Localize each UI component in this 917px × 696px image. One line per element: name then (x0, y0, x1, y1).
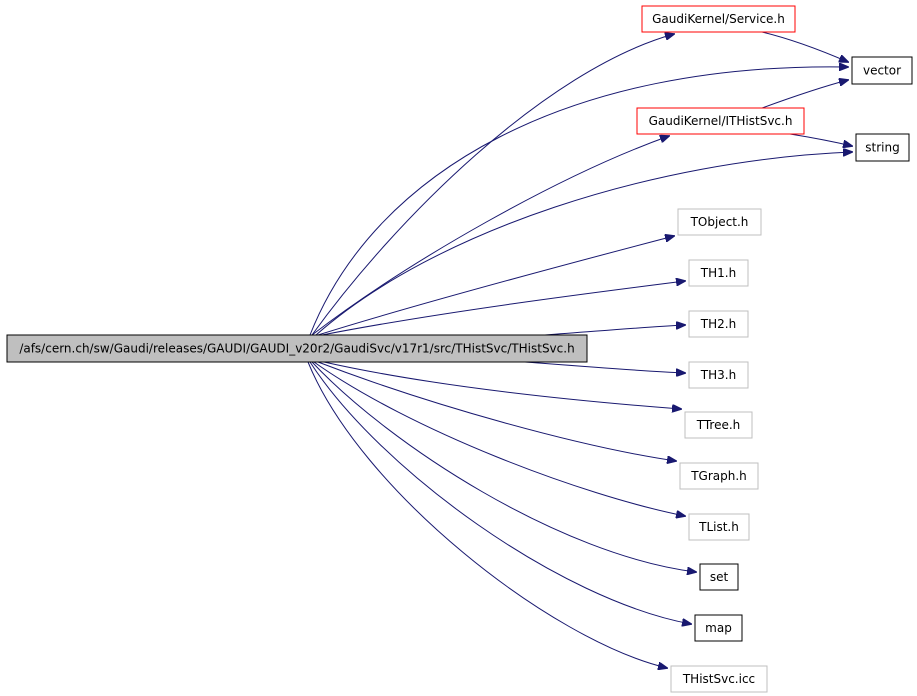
edge-ithistsvc_h-to-vector (761, 80, 848, 109)
node-th1-h[interactable]: TH1.h (688, 259, 749, 287)
node-label: TTree.h (696, 418, 741, 432)
node-label: TH3.h (700, 368, 736, 382)
node-box (6, 334, 588, 363)
node-box (688, 513, 750, 541)
edge-root-to-tgraph_h (317, 361, 676, 461)
nodes-layer: /afs/cern.ch/sw/Gaudi/releases/GAUDI/GAU… (6, 5, 913, 693)
node-box (684, 411, 753, 439)
edge-root-to-string (315, 152, 852, 336)
node-ithistsvc-h[interactable]: GaudiKernel/ITHistSvc.h (636, 107, 805, 135)
node-label: GaudiKernel/Service.h (652, 12, 785, 26)
node-box (688, 310, 749, 338)
node-tobject-h[interactable]: TObject.h (677, 208, 762, 236)
node-vector[interactable]: vector (851, 56, 913, 85)
node-box (670, 665, 768, 693)
node-set[interactable]: set (699, 563, 739, 591)
edge-root-to-th1_h (321, 281, 685, 336)
node-box (688, 259, 749, 287)
node-label: vector (863, 64, 901, 78)
node-label: THistSvc.icc (682, 672, 755, 686)
node-ttree-h[interactable]: TTree.h (684, 411, 753, 439)
edge-root-to-th2_h (544, 325, 685, 336)
node-root[interactable]: /afs/cern.ch/sw/Gaudi/releases/GAUDI/GAU… (6, 334, 588, 363)
edge-root-to-ithistsvc_h (311, 136, 669, 336)
node-map[interactable]: map (694, 614, 743, 642)
edges-layer (307, 31, 852, 668)
node-label: TH2.h (700, 317, 736, 331)
node-box (677, 208, 762, 236)
node-tlist-h[interactable]: TList.h (688, 513, 750, 541)
edge-root-to-tlist_h (313, 361, 685, 516)
node-box (636, 107, 805, 135)
edge-root-to-service_h (311, 34, 674, 336)
edge-root-to-thistsvc_icc (307, 361, 667, 668)
edge-root-to-tobject_h (317, 236, 674, 336)
node-service-h[interactable]: GaudiKernel/Service.h (641, 5, 796, 33)
node-box (679, 462, 759, 490)
edge-root-to-ttree_h (323, 361, 681, 409)
node-label: TObject.h (690, 215, 749, 229)
node-label: string (865, 141, 899, 155)
edge-root-to-vector (309, 67, 848, 336)
edge-service_h-to-vector (761, 31, 848, 62)
node-box (641, 5, 796, 33)
edge-root-to-map (309, 361, 691, 624)
node-string[interactable]: string (855, 133, 910, 162)
node-box (688, 361, 749, 389)
node-box (851, 56, 913, 85)
node-label: GaudiKernel/ITHistSvc.h (649, 114, 793, 128)
node-tgraph-h[interactable]: TGraph.h (679, 462, 759, 490)
node-label: TList.h (698, 520, 739, 534)
node-thistsvc-icc[interactable]: THistSvc.icc (670, 665, 768, 693)
node-th2-h[interactable]: TH2.h (688, 310, 749, 338)
node-label: set (710, 570, 729, 584)
node-box (699, 563, 739, 591)
edge-root-to-th3_h (524, 361, 685, 373)
edge-root-to-set (311, 361, 696, 572)
node-box (855, 133, 910, 162)
node-label: map (705, 621, 732, 635)
node-label: TH1.h (700, 266, 736, 280)
edge-ithistsvc_h-to-string (789, 133, 852, 146)
node-label: /afs/cern.ch/sw/Gaudi/releases/GAUDI/GAU… (19, 342, 574, 356)
node-box (694, 614, 743, 642)
node-th3-h[interactable]: TH3.h (688, 361, 749, 389)
node-label: TGraph.h (690, 469, 747, 483)
